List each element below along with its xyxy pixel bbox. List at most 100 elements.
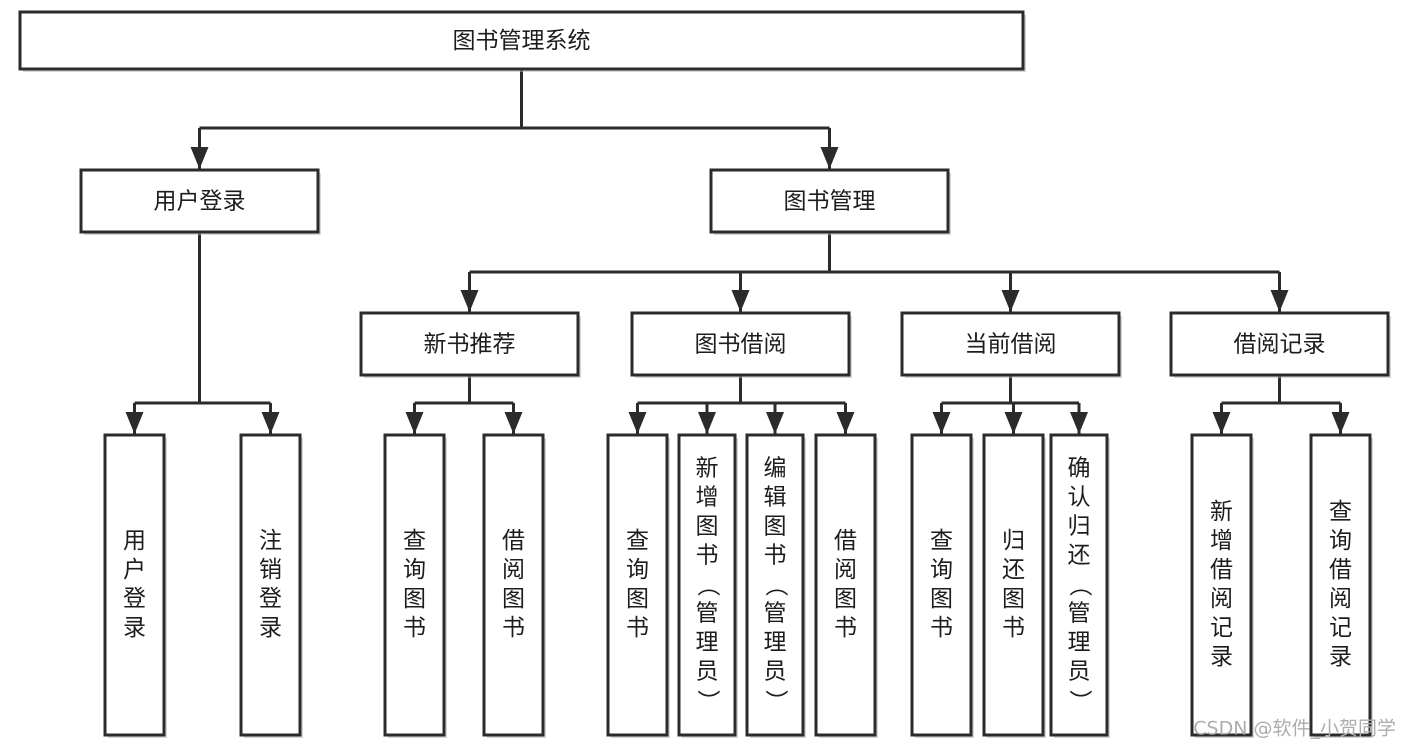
connectors-layer (125, 69, 1350, 434)
arrow-head-icon (820, 147, 839, 169)
node-用户登录[interactable]: 用户登录 (103, 433, 167, 738)
svg-text:询: 询 (1329, 528, 1352, 554)
svg-text:记: 记 (1210, 615, 1233, 641)
svg-text:认: 认 (1068, 485, 1091, 511)
svg-text:增: 增 (696, 485, 719, 511)
svg-text:书: 书 (1002, 615, 1025, 641)
svg-text:询: 询 (403, 557, 426, 583)
svg-text:阅: 阅 (1210, 586, 1233, 612)
svg-text:图: 图 (1002, 586, 1025, 612)
node-box[interactable] (677, 433, 737, 737)
svg-text:图: 图 (626, 586, 649, 612)
svg-text:管: 管 (764, 601, 787, 627)
svg-text:阅: 阅 (1329, 586, 1352, 612)
svg-text:图: 图 (502, 586, 525, 612)
svg-text:理: 理 (1068, 630, 1091, 656)
arrow-head-icon (261, 412, 280, 434)
node-用户登录[interactable]: 用户登录 (79, 168, 321, 235)
node-box[interactable] (1169, 311, 1390, 377)
arrow-head-icon (1001, 290, 1020, 312)
svg-text:录: 录 (1329, 644, 1352, 670)
svg-text:员: 员 (764, 659, 787, 685)
svg-text:书: 书 (403, 615, 426, 641)
svg-text:登: 登 (259, 586, 282, 612)
svg-text:书: 书 (834, 615, 857, 641)
svg-text:新: 新 (696, 456, 719, 482)
arrow-head-icon (1070, 412, 1088, 434)
svg-text:用: 用 (123, 528, 146, 554)
svg-text:借: 借 (834, 528, 857, 554)
node-label: 当前借阅 (965, 332, 1057, 358)
node-图书管理系统[interactable]: 图书管理系统 (18, 10, 1026, 72)
svg-text:阅: 阅 (834, 557, 857, 583)
node-box[interactable] (18, 10, 1025, 71)
node-box[interactable] (982, 433, 1045, 737)
svg-text:借: 借 (502, 528, 525, 554)
node-box[interactable] (1309, 433, 1372, 737)
node-box[interactable] (900, 311, 1121, 377)
node-label: 图书管理 (784, 189, 876, 215)
node-box[interactable] (239, 433, 302, 737)
node-box[interactable] (745, 433, 805, 737)
svg-text:理: 理 (696, 630, 719, 656)
svg-text:管: 管 (696, 601, 719, 627)
node-借阅记录[interactable]: 借阅记录 (1169, 311, 1391, 378)
svg-text:录: 录 (123, 615, 146, 641)
svg-text:查: 查 (403, 528, 426, 554)
svg-text:编: 编 (764, 456, 787, 482)
svg-text:（: （ (763, 574, 789, 597)
node-box[interactable] (482, 433, 545, 737)
svg-text:图: 图 (696, 514, 719, 540)
node-box[interactable] (910, 433, 973, 737)
arrow-head-icon (766, 412, 784, 434)
node-box[interactable] (359, 311, 580, 377)
svg-text:）: ） (1067, 690, 1093, 713)
svg-text:增: 增 (1210, 528, 1233, 554)
svg-text:归: 归 (1002, 528, 1025, 554)
svg-text:）: ） (695, 690, 721, 713)
node-label: 新书推荐 (424, 332, 516, 358)
node-box[interactable] (814, 433, 877, 737)
node-box[interactable] (1049, 433, 1109, 737)
node-图书管理[interactable]: 图书管理 (709, 168, 951, 235)
node-box[interactable] (79, 168, 320, 234)
node-box[interactable] (709, 168, 950, 234)
node-box[interactable] (103, 433, 166, 737)
node-box[interactable] (630, 311, 851, 377)
svg-text:借: 借 (1329, 557, 1352, 583)
node-box[interactable] (1190, 433, 1253, 737)
arrow-head-icon (1004, 412, 1023, 434)
node-box[interactable] (383, 433, 446, 737)
svg-text:辑: 辑 (764, 485, 787, 511)
arrow-head-icon (731, 290, 750, 312)
node-图书借阅[interactable]: 图书借阅 (630, 311, 852, 378)
svg-text:归: 归 (1068, 514, 1091, 540)
svg-text:书: 书 (626, 615, 649, 641)
svg-text:书: 书 (696, 543, 719, 569)
node-box[interactable] (606, 433, 669, 737)
arrow-head-icon (405, 412, 424, 434)
arrow-head-icon (1212, 412, 1231, 434)
arrow-head-icon (836, 412, 855, 434)
svg-text:（: （ (695, 574, 721, 597)
node-新书推荐[interactable]: 新书推荐 (359, 311, 581, 378)
svg-text:查: 查 (626, 528, 649, 554)
arrow-head-icon (628, 412, 647, 434)
node-当前借阅[interactable]: 当前借阅 (900, 311, 1122, 378)
